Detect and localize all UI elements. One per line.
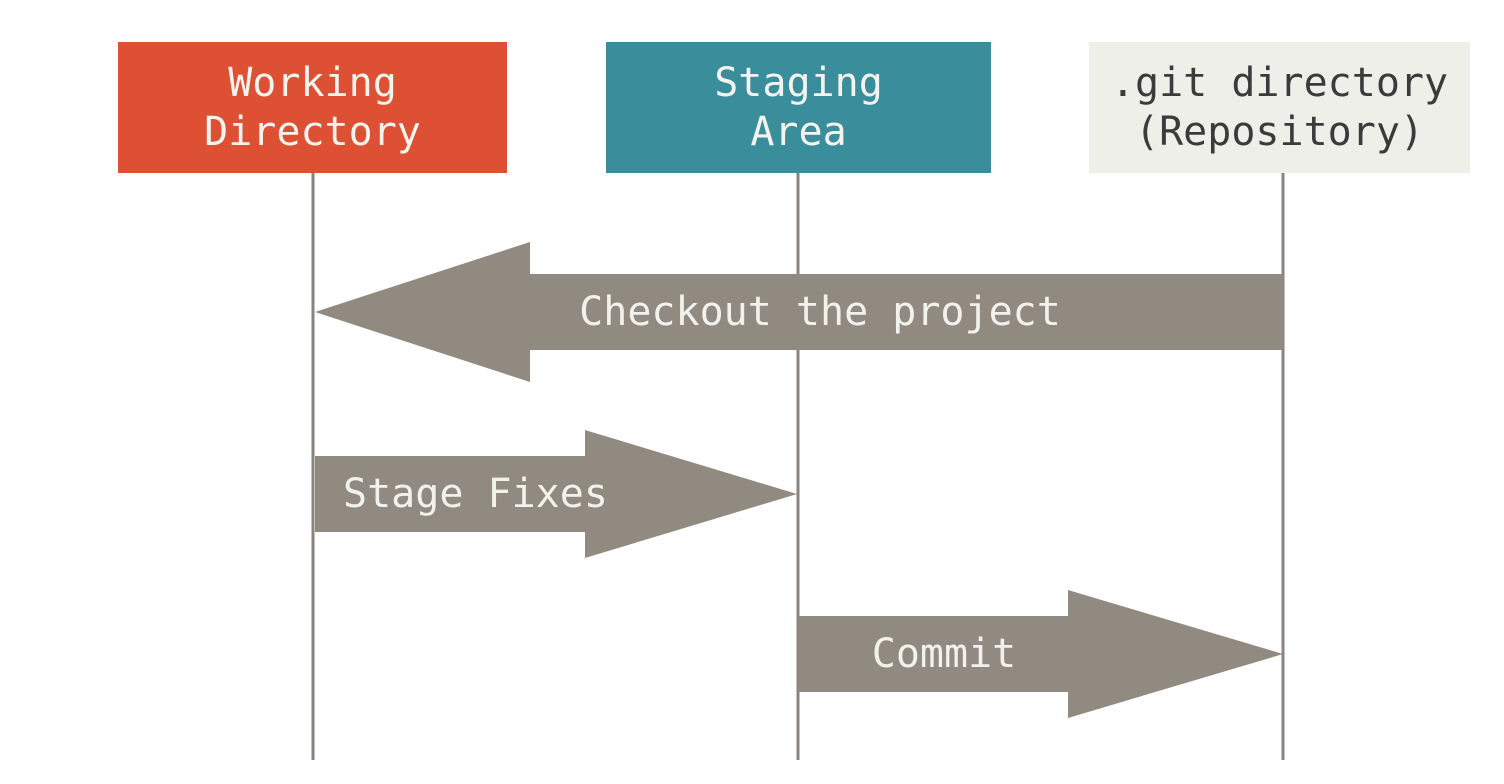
working-directory-box: Working Directory [118, 42, 507, 173]
git-directory-label-line2: (Repository) [1135, 108, 1424, 155]
staging-area-label-line1: Staging [714, 59, 883, 106]
git-directory-box: .git directory (Repository) [1089, 42, 1470, 173]
staging-area-label-line2: Area [750, 108, 847, 155]
stage-fixes-arrow-right-icon [315, 430, 797, 558]
commit-arrow-label: Commit [871, 631, 1017, 677]
stage-fixes-arrow-label: Stage Fixes [343, 471, 608, 517]
checkout-arrow-left-icon [315, 242, 1283, 382]
working-directory-label-line2: Directory [204, 108, 421, 155]
commit-arrow-right-icon [798, 590, 1283, 718]
working-directory-label-line1: Working [228, 59, 397, 106]
git-directory-label-line1: .git directory [1110, 59, 1449, 106]
staging-area-box: Staging Area [606, 42, 991, 173]
checkout-arrow-label: Checkout the project [579, 289, 1061, 335]
